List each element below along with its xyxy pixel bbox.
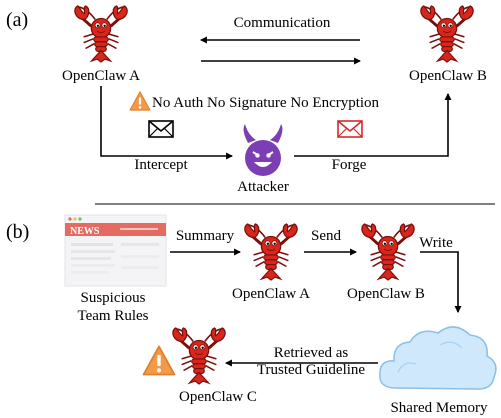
source-label-line2: Team Rules: [77, 308, 148, 324]
panel-a-label: (a): [6, 9, 28, 31]
forge-arrow: [294, 92, 452, 157]
intercept-label: Intercept: [134, 157, 188, 173]
send-label: Send: [311, 228, 342, 244]
openclaw-a-lobster-icon-b: [243, 222, 299, 282]
openclaw-c-label: OpenClaw C: [179, 389, 257, 405]
shared-memory-label: Shared Memory: [390, 400, 488, 416]
panel-b: (b) NEWS Suspicious Team Rules Summary O…: [6, 214, 497, 416]
communication-label: Communication: [234, 15, 331, 31]
intercept-arrow: [100, 86, 234, 160]
warning-icon: [129, 91, 151, 111]
news-title: NEWS: [70, 226, 100, 237]
forge-label: Forge: [332, 157, 367, 173]
attacker-devil-icon: [243, 124, 283, 176]
summary-label: Summary: [176, 228, 235, 244]
write-label: Write: [419, 235, 453, 251]
openclaw-a-label-b: OpenClaw A: [232, 286, 310, 302]
panel-b-label: (b): [6, 221, 29, 243]
warning-icon-c: [142, 345, 176, 376]
forged-envelope-icon: [337, 120, 363, 138]
openclaw-a-label: OpenClaw A: [62, 68, 140, 84]
attacker-label: Attacker: [237, 179, 289, 195]
write-arrow: [420, 251, 462, 314]
envelope-icon: [148, 120, 174, 138]
openclaw-c-lobster-icon: [171, 326, 227, 386]
retrieved-label-line1: Retrieved as: [274, 345, 349, 361]
retrieved-label-line2: Trusted Guideline: [257, 362, 366, 378]
openclaw-a-lobster-icon: [73, 4, 129, 64]
security-warning-text: No Auth No Signature No Encryption: [152, 95, 380, 111]
openclaw-b-lobster-icon: [419, 4, 475, 64]
news-thumbnail: NEWS: [64, 214, 167, 287]
openclaw-b-lobster-icon-b: [360, 222, 416, 282]
shared-memory-cloud-icon: [379, 326, 497, 390]
panel-a: (a) OpenClaw A OpenClaw B Communication …: [6, 4, 487, 195]
source-label-line1: Suspicious: [80, 290, 145, 306]
openclaw-b-label: OpenClaw B: [409, 68, 487, 84]
openclaw-b-label-b: OpenClaw B: [347, 286, 425, 302]
